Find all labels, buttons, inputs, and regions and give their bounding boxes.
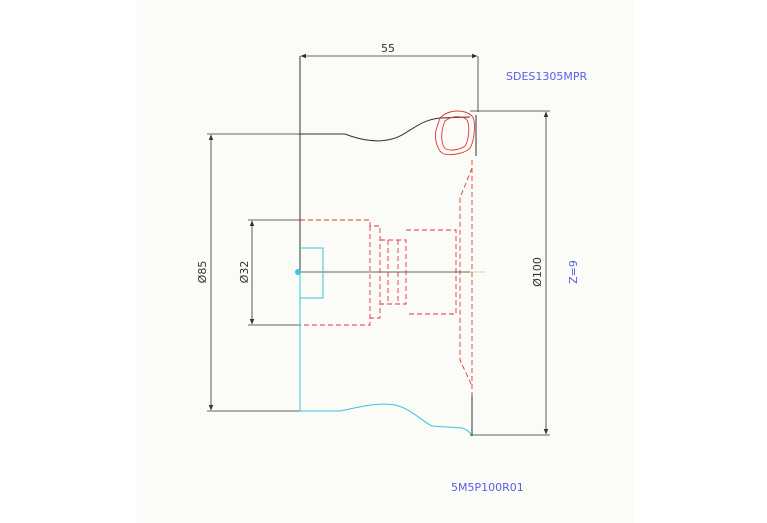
drawing-sheet [136,0,634,523]
dimension-d100: Ø100 [470,110,550,436]
step-hidden-2 [406,229,457,315]
dimension-55-label: 55 [381,42,395,55]
dimension-d85-label: Ø85 [196,261,209,284]
bore-keyway [300,247,324,299]
tool-code-label: SDES1305MPR [506,70,588,83]
pocket-hidden [459,167,473,387]
tooth-count-label: Z=9 [567,260,580,284]
dimension-d100-label: Ø100 [531,257,544,287]
dimension-d32-label: Ø32 [238,261,251,284]
hidden-lines [300,160,473,396]
dimension-d32: Ø32 [238,219,300,326]
cutter-body-outline [299,56,486,273]
dimension-d85: Ø85 [196,133,300,412]
cutting-insert-inner [441,116,470,151]
body-top-curve [300,116,471,142]
step-hidden-1 [380,239,407,305]
cutting-insert [435,110,475,156]
part-code-label: 5M5P100R01 [451,481,524,494]
hub-hidden-outline [300,219,381,326]
cyan-contour [295,247,473,437]
body-bottom-curve [299,272,473,437]
center-point [295,269,301,275]
dimension-55: 55 [299,42,479,135]
